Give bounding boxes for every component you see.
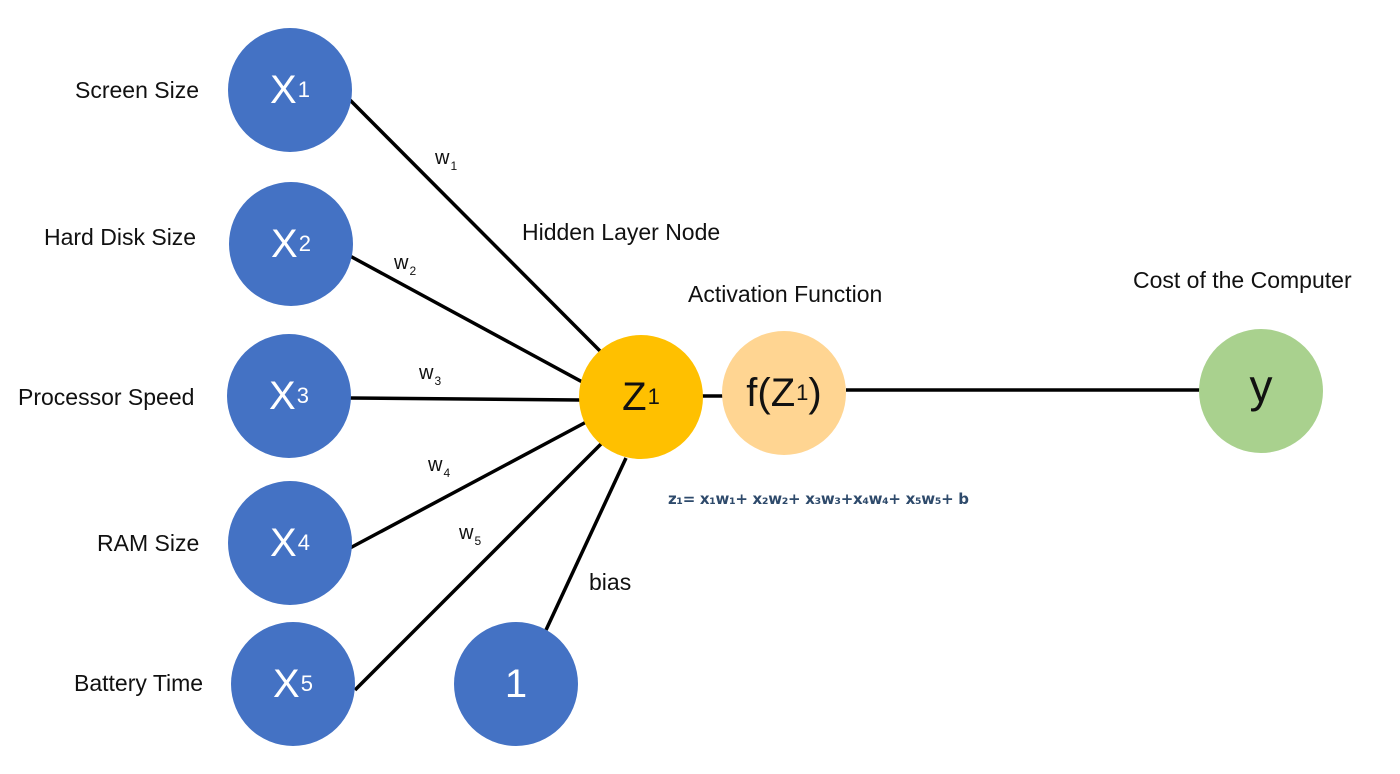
- hidden-node-symbol: Z: [622, 375, 647, 419]
- input-node-index: 5: [300, 671, 313, 696]
- input-node-index: 4: [297, 530, 310, 555]
- input-node-symbol: X: [273, 662, 300, 706]
- edge-x2-z1: [349, 254, 587, 386]
- edge-x4-z1: [349, 418, 591, 550]
- activation-prefix: f(Z: [746, 371, 796, 415]
- input-label-hard-disk-size: Hard Disk Size: [44, 224, 197, 250]
- activation-index: 1: [796, 380, 809, 405]
- hidden-layer-label: Hidden Layer Node: [522, 219, 721, 245]
- input-node-symbol: X: [271, 222, 298, 266]
- edge-x1-z1: [348, 98, 606, 357]
- input-node-symbol: X: [270, 68, 297, 112]
- weight-symbol: w: [428, 454, 443, 476]
- bias-label: bias: [589, 569, 632, 595]
- output-node-symbol: y: [1249, 360, 1273, 412]
- weight-symbol: w: [459, 522, 474, 544]
- weight-label-w5: w5: [459, 523, 481, 547]
- input-node-symbol: X: [270, 521, 297, 565]
- weight-index: 3: [434, 374, 442, 388]
- edge-x3-z1: [349, 396, 581, 402]
- weight-symbol: w: [394, 252, 409, 274]
- input-node-index: 1: [297, 77, 310, 102]
- weight-index: 4: [443, 466, 451, 480]
- weight-label-w1: w1: [435, 148, 457, 172]
- input-node-index: 2: [298, 231, 311, 256]
- hidden-node-index: 1: [647, 384, 660, 409]
- activation-label: Activation Function: [688, 281, 883, 307]
- weight-label-w4: w4: [428, 455, 450, 479]
- edge-x5-z1: [353, 439, 606, 692]
- input-label-battery-time: Battery Time: [74, 670, 204, 696]
- output-label: Cost of the Computer: [1133, 267, 1352, 293]
- weight-index: 2: [409, 264, 417, 278]
- input-label-processor-speed: Processor Speed: [18, 384, 195, 410]
- input-label-ram-size: RAM Size: [97, 530, 200, 556]
- edge-bias-z1: [544, 457, 628, 631]
- weight-index: 1: [450, 159, 458, 173]
- weight-symbol: w: [419, 362, 434, 384]
- input-label-screen-size: Screen Size: [75, 77, 200, 103]
- input-node-index: 3: [296, 383, 309, 408]
- weight-label-w2: w2: [394, 253, 416, 277]
- weight-label-w3: w3: [419, 363, 441, 387]
- bias-node-value: 1: [504, 662, 528, 706]
- activation-suffix: ): [808, 371, 822, 415]
- weight-index: 5: [474, 534, 482, 548]
- input-node-symbol: X: [269, 374, 296, 418]
- weight-symbol: w: [435, 147, 450, 169]
- bias-node: 1: [454, 622, 578, 746]
- weighted-sum-formula: z₁= x₁w₁+ x₂w₂+ x₃w₃+x₄w₄+ x₅w₅+ b: [668, 490, 969, 508]
- output-node-y: y: [1199, 329, 1323, 453]
